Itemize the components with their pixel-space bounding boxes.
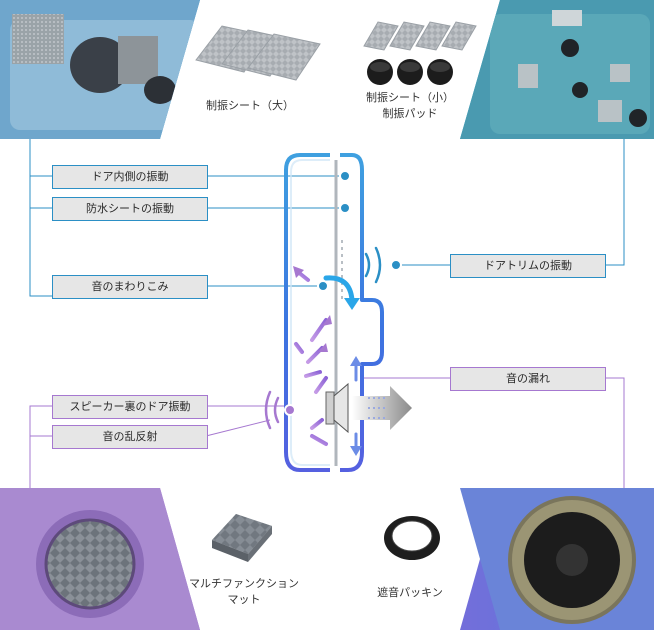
door-outline (284, 153, 384, 472)
photo-door-inner-sheets (0, 0, 200, 139)
door-inner-point (339, 170, 351, 182)
callout-sound-wrap: 音のまわりこみ (52, 275, 208, 299)
callout-waterproof-sheet-vibration: 防水シートの振動 (52, 197, 208, 221)
reflection-arrows (294, 270, 328, 446)
trim-vibration-waves (364, 246, 382, 284)
sound-insulation-packing-icon (384, 516, 440, 560)
speaker-back-point (284, 404, 296, 416)
speaker-icon (325, 382, 349, 434)
callout-sound-reflection: 音の乱反射 (52, 425, 208, 449)
speaker-back-waves (264, 390, 280, 430)
label-multifunction-mat: マルチファンクション (189, 577, 299, 590)
label-sheet-large: 制振シート（大） (206, 99, 294, 112)
label-packing: 遮音パッキン (377, 586, 443, 599)
label-sheet-small: 制振シート（小） (366, 91, 454, 104)
sound-wrap-arrow (323, 275, 355, 303)
damping-pad-icon (367, 59, 453, 85)
callout-door-inner-vibration: ドア内側の振動 (52, 165, 208, 189)
callout-speaker-back-vibration: スピーカー裏のドア振動 (52, 395, 208, 419)
blue-connector-lines (29, 139, 625, 297)
bottom-band-center (160, 488, 500, 630)
door-trim-point (390, 259, 402, 271)
sound-wrap-point (317, 280, 329, 292)
multifunction-mat-icon (212, 514, 272, 562)
callout-sound-leak: 音の漏れ (450, 367, 606, 391)
callout-door-trim-vibration: ドアトリムの振動 (450, 254, 606, 278)
waterproof-point (339, 202, 351, 214)
small-sheet-icon (363, 21, 477, 51)
purple-connector-lines (29, 377, 625, 488)
label-mat: マット (227, 593, 261, 606)
sound-leak-arrow (352, 386, 412, 430)
label-damping-pad: 制振パッド (382, 107, 438, 120)
large-sheet-icon (195, 25, 321, 81)
